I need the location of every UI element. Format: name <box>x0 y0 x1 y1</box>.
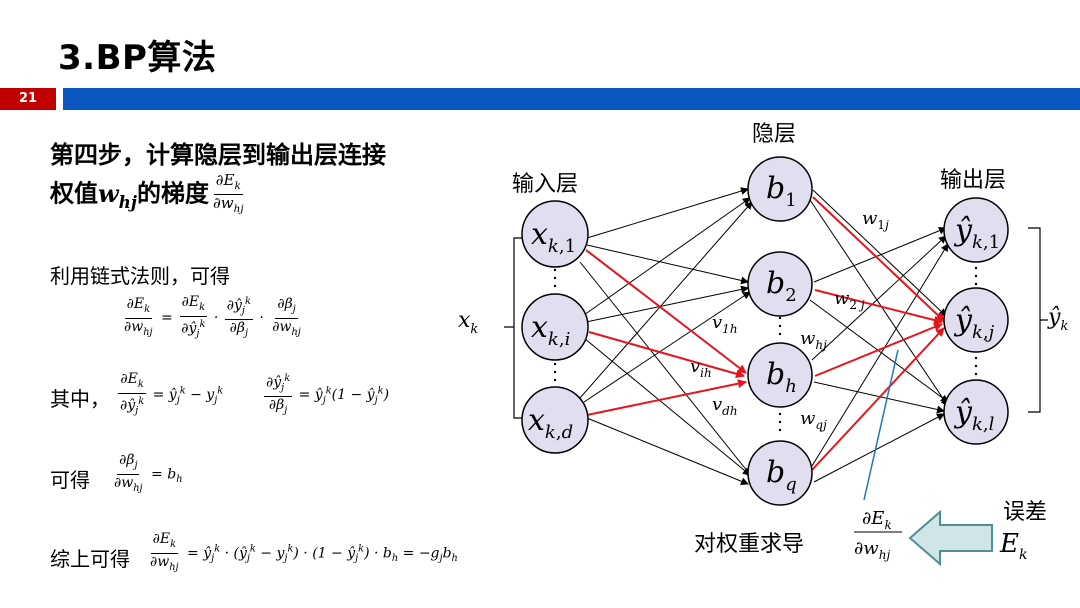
can-get-formula: ∂βj∂whj = bh <box>114 452 183 494</box>
output-node-j <box>943 287 1009 353</box>
output-bracket <box>1028 227 1048 413</box>
hidden-node-2 <box>747 251 813 317</box>
can-get-text: 可得 <box>50 468 90 492</box>
weight-v1h-label: v1h <box>712 312 738 336</box>
summary-formula: ∂Ek∂whj = ŷjk · (ŷjk − yjk) · (1 − ŷjk) … <box>150 531 458 573</box>
output-vector-label: ŷk <box>1047 305 1068 334</box>
weight-vih-label: vih <box>690 356 712 380</box>
weight-whj-label: whj <box>800 328 827 352</box>
gradient-fraction: ∂Ek∂whj <box>212 171 244 215</box>
hidden-node-h <box>747 342 813 408</box>
step-heading-prefix: 权值 <box>50 179 98 208</box>
input-vector-label: xk <box>458 308 478 337</box>
pointer-line <box>863 349 899 501</box>
where-text: 其中， <box>50 387 110 411</box>
step-heading-line2: 权值whj的梯度∂Ek∂whj <box>50 172 386 218</box>
input-bracket <box>504 237 528 419</box>
output-node-l <box>943 379 1009 445</box>
weight-wqj-label: wqj <box>800 408 827 432</box>
hidden-node-q <box>747 440 813 506</box>
slide-title: 3.BP算法 <box>58 38 217 78</box>
hidden-node-1 <box>747 156 813 222</box>
page-number: 21 <box>0 88 56 110</box>
svg-text:∂Ek: ∂Ek <box>862 508 892 532</box>
output-layer-label: 输出层 <box>940 168 1007 193</box>
chain-rule-text: 利用链式法则，可得 <box>50 264 230 288</box>
error-symbol: Ek <box>999 529 1027 563</box>
output-node-1 <box>943 197 1009 263</box>
hidden-layer-label: 隐层 <box>752 122 797 147</box>
weight-symbol: whj <box>98 178 137 212</box>
weight-w1j-label: w1j <box>862 208 889 232</box>
ellipsis-dots <box>553 266 978 432</box>
gradient-label: 对权重求导 <box>694 532 805 557</box>
chain-rule-formula: ∂Ek∂whj = ∂Ek∂ŷjk · ∂ŷjk∂βj · ∂βj∂whj <box>124 294 301 340</box>
weight-vdh-label: vdh <box>712 394 738 418</box>
input-node-i <box>521 293 589 361</box>
input-hidden-edges <box>579 187 753 486</box>
svg-text:∂whj: ∂whj <box>854 538 890 562</box>
header-accent-bar <box>63 88 1080 110</box>
error-label: 误差 <box>1003 500 1048 525</box>
highlighted-edges <box>585 196 945 471</box>
input-node-d <box>521 386 589 454</box>
step-heading: 第四步，计算隐层到输出层连接 权值whj的梯度∂Ek∂whj <box>50 138 386 218</box>
gradient-fraction-diagram: ∂Ek ∂whj <box>854 508 902 562</box>
error-arrow <box>908 509 993 567</box>
weight-w2j-label: w2 j <box>834 288 865 312</box>
summary-text: 综上可得 <box>50 547 130 571</box>
input-layer-label: 输入层 <box>512 172 579 197</box>
step-heading-mid: 的梯度 <box>136 179 209 208</box>
where-formula-2: ∂ŷjk∂βj = ŷjk(1 − ŷjk) <box>264 373 390 417</box>
input-node-1 <box>521 200 589 268</box>
step-heading-line1: 第四步，计算隐层到输出层连接 <box>50 141 386 169</box>
hidden-output-edges <box>809 189 949 483</box>
where-formula-1: ∂Ek∂ŷjk = ŷjk − yjk <box>118 371 224 417</box>
